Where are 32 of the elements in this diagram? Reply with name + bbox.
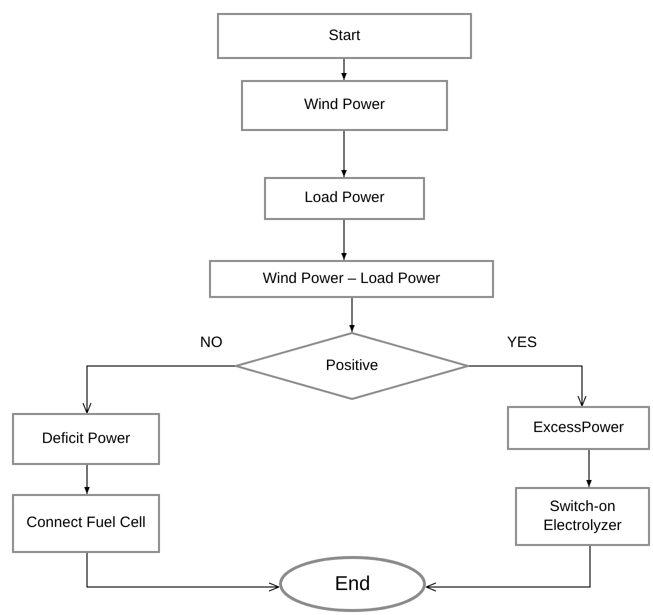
node-text: Load Power: [304, 189, 385, 208]
edge-label: YES: [505, 335, 540, 350]
arrow: [586, 450, 592, 488]
process-box: [241, 80, 448, 131]
node-text: Start: [328, 26, 360, 46]
arrow: [341, 220, 347, 260]
node-text: Deficit Power: [42, 430, 130, 448]
edge-label: NO: [198, 335, 224, 350]
start-box: [217, 13, 472, 59]
node-text: Wind Power: [304, 96, 385, 115]
node-text: Wind Power – Load Power: [262, 270, 440, 288]
node-text: End: [334, 572, 370, 596]
end-ellipse: [279, 556, 426, 612]
arrow: [341, 130, 347, 178]
arrow: [426, 546, 590, 592]
arrow: [84, 464, 90, 494]
process-box: [209, 260, 494, 298]
node-text: Connect Fuel Cell: [26, 514, 146, 533]
arrow: [349, 298, 355, 332]
process-box: [12, 494, 160, 553]
process-box: [515, 487, 650, 546]
process-box: [12, 413, 160, 465]
arrow: [86, 552, 280, 592]
arrow: [82, 366, 236, 414]
process-box: [264, 177, 425, 220]
process-box: [507, 406, 650, 450]
node-text: Switch-on Electrolyzer: [542, 498, 623, 536]
arrow: [468, 366, 586, 406]
node-text: ExcessPower: [533, 418, 624, 438]
arrow: [341, 58, 347, 80]
decision-diamond: [235, 332, 469, 400]
node-text: Positive: [326, 356, 378, 376]
